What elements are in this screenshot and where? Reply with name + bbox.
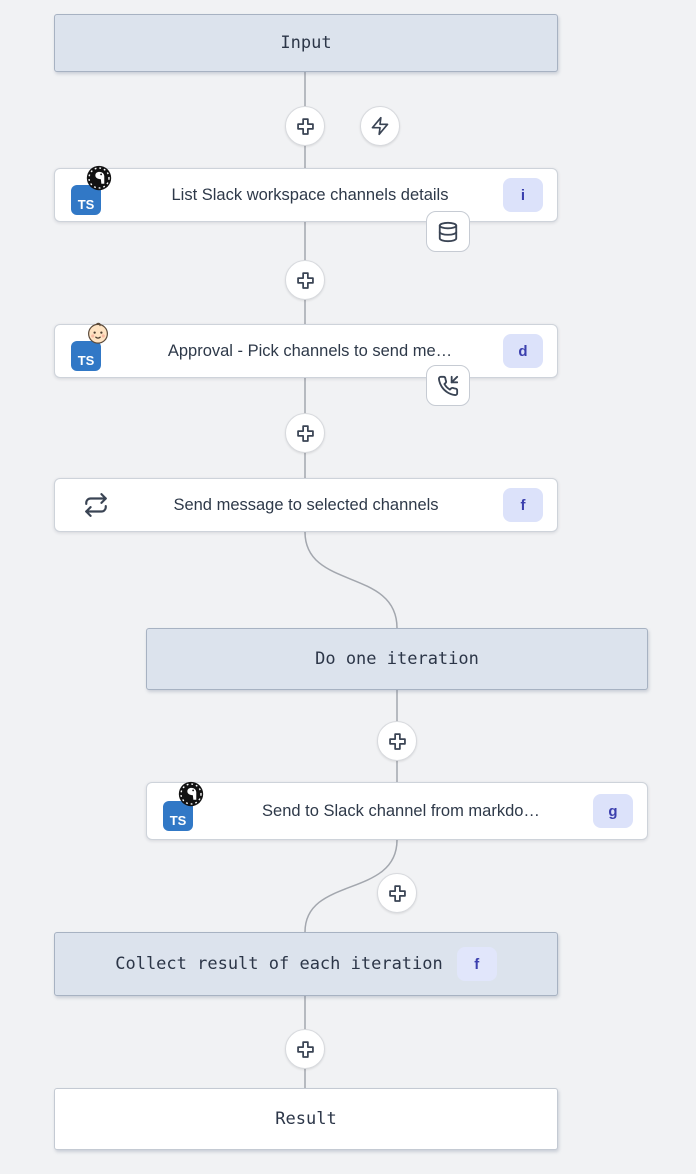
connector-node3-doiteration <box>304 531 398 629</box>
plus-icon <box>296 117 314 135</box>
add-step-button-2[interactable] <box>285 260 325 300</box>
typescript-icon-label: TS <box>77 197 95 212</box>
typescript-icon: TS <box>71 185 101 215</box>
zap-icon <box>371 116 389 136</box>
connector-node4-collect <box>304 839 398 933</box>
collect-result-label: Collect result of each iteration <box>115 954 443 974</box>
step-id-badge: f <box>503 488 543 522</box>
cache-button[interactable] <box>426 211 470 252</box>
result-label: Result <box>275 1109 337 1129</box>
loop-icon-wrap <box>83 492 109 518</box>
plus-icon <box>388 884 406 902</box>
node-label: Send message to selected channels <box>173 495 439 514</box>
input-label: Input <box>280 33 332 53</box>
plus-icon <box>296 424 314 442</box>
plus-icon <box>296 271 314 289</box>
step-node-approval[interactable]: TS Approval - Pick channels to send me… … <box>54 322 558 378</box>
trigger-button[interactable] <box>360 106 400 146</box>
phone-incoming-icon <box>438 375 459 396</box>
suspend-approval-button[interactable] <box>426 365 470 406</box>
node-label: Approval - Pick channels to send me… <box>167 341 453 360</box>
step-node-forloop[interactable]: Send message to selected channels f <box>54 478 558 532</box>
typescript-icon-label: TS <box>169 813 187 828</box>
input-box[interactable]: Input <box>54 14 558 72</box>
repeat-icon <box>85 493 107 517</box>
node-language-icon-wrap: TS <box>163 781 209 833</box>
node-label: List Slack workspace channels details <box>171 185 449 204</box>
node-language-icon-wrap: TS <box>71 165 117 217</box>
add-step-button-6[interactable] <box>285 1029 325 1069</box>
database-icon <box>438 221 458 242</box>
step-id-badge: d <box>503 334 543 368</box>
step-id-badge: g <box>593 794 633 828</box>
result-box[interactable]: Result <box>54 1088 558 1150</box>
typescript-icon: TS <box>71 341 101 371</box>
step-id-badge: f <box>456 947 497 981</box>
do-one-iteration-box[interactable]: Do one iteration <box>146 628 648 690</box>
add-step-button-1[interactable] <box>285 106 325 146</box>
step-id-badge: i <box>503 178 543 212</box>
add-step-button-3[interactable] <box>285 413 325 453</box>
add-step-button-4[interactable] <box>377 721 417 761</box>
add-step-button-5[interactable] <box>377 873 417 913</box>
deno-logo-icon <box>86 165 112 191</box>
plus-icon <box>296 1040 314 1058</box>
node-language-icon-wrap: TS <box>71 322 117 373</box>
node-label: Send to Slack channel from markdo… <box>262 801 540 820</box>
plus-icon <box>388 732 406 750</box>
typescript-icon: TS <box>163 801 193 831</box>
step-node-send-to-slack[interactable]: TS Send to Slack channel from markdo… g <box>146 781 648 840</box>
step-node-list-slack-channels[interactable]: TS List Slack workspace channels details… <box>54 165 558 222</box>
deno-logo-icon <box>178 781 204 807</box>
do-one-iteration-label: Do one iteration <box>315 649 479 669</box>
collect-result-box[interactable]: Collect result of each iteration f <box>54 932 558 996</box>
typescript-icon-label: TS <box>77 353 95 368</box>
baby-face-icon <box>88 322 108 344</box>
